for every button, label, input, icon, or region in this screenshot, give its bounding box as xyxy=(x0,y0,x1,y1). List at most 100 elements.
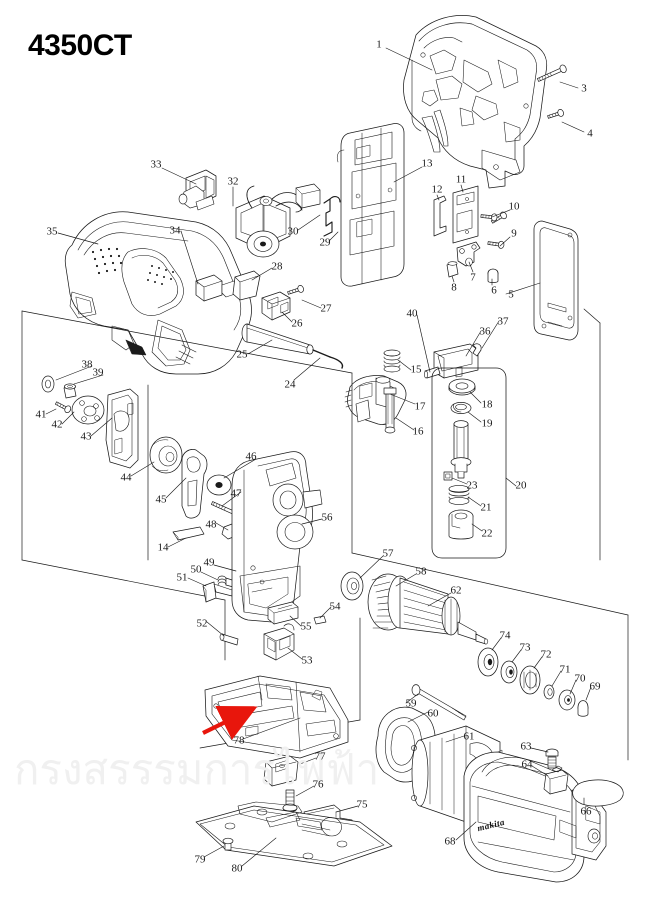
callout-part-23: 23 xyxy=(466,479,478,492)
callout-part-63: 63 xyxy=(520,740,532,753)
part-7-lever-bracket xyxy=(456,241,481,267)
callout-part-11: 11 xyxy=(455,173,467,186)
callout-part-10: 10 xyxy=(508,200,520,213)
part-41-screw xyxy=(53,399,73,415)
part-33-switch-module xyxy=(178,169,217,211)
part-1-handle-housing xyxy=(403,15,548,189)
part-38-washer xyxy=(41,375,55,393)
callout-part-66: 66 xyxy=(580,805,592,818)
callout-part-36: 36 xyxy=(479,325,491,338)
callout-part-72: 72 xyxy=(540,648,552,661)
part-28-capacitor xyxy=(232,270,261,301)
part-55-cap xyxy=(267,601,299,625)
callout-part-74: 74 xyxy=(499,629,511,642)
part-5-cover-plate xyxy=(533,220,579,341)
part-23-small-pin xyxy=(443,471,453,481)
part-18-washer xyxy=(448,378,476,396)
callout-part-41: 41 xyxy=(35,408,47,421)
part-42-roller-holder xyxy=(71,395,105,425)
part-16-bolt xyxy=(383,387,397,434)
callout-part-26: 26 xyxy=(291,317,303,330)
callout-part-49: 49 xyxy=(203,556,215,569)
part-36-slide-switch xyxy=(433,343,479,379)
callout-part-42: 42 xyxy=(51,418,63,431)
part-25-power-cord xyxy=(241,323,344,369)
part-19-ring xyxy=(450,402,472,414)
callout-part-40: 40 xyxy=(406,307,418,320)
callout-part-75: 75 xyxy=(356,798,368,811)
callout-part-52: 52 xyxy=(196,617,208,630)
part-51-lever xyxy=(202,581,233,603)
callout-part-21: 21 xyxy=(480,501,492,514)
part-30-wire-form xyxy=(323,196,341,237)
part-54-washer xyxy=(313,615,327,625)
callout-part-50: 50 xyxy=(190,563,202,576)
callout-part-45: 45 xyxy=(155,493,167,506)
callout-part-38: 38 xyxy=(81,358,93,371)
callout-part-58: 58 xyxy=(415,565,427,578)
part-35-motor-housing xyxy=(64,211,252,375)
callout-part-77: 77 xyxy=(314,750,326,763)
part-12-lever-plate xyxy=(433,195,447,237)
callout-part-29: 29 xyxy=(319,236,331,249)
callout-part-69: 69 xyxy=(589,680,601,693)
callout-part-79: 79 xyxy=(194,853,206,866)
part-66-nameplate xyxy=(572,779,624,807)
part-73-bearing xyxy=(500,660,518,684)
part-71-washer xyxy=(543,684,555,700)
callout-part-3: 3 xyxy=(581,82,587,95)
part-76-bolt xyxy=(282,789,298,813)
callout-part-43: 43 xyxy=(80,430,92,443)
callout-part-17: 17 xyxy=(414,400,426,413)
callout-part-59: 59 xyxy=(405,697,417,710)
part-45-guide-lever xyxy=(181,449,208,519)
part-43-guide-plate xyxy=(105,388,139,469)
part-59-long-screw xyxy=(411,684,467,721)
callout-part-7: 7 xyxy=(470,271,476,284)
part-13-switch-housing xyxy=(336,123,405,287)
part-69-nut xyxy=(577,700,589,717)
part-52-pin xyxy=(219,633,239,646)
callout-part-15: 15 xyxy=(410,363,422,376)
callout-part-48: 48 xyxy=(205,518,217,531)
callout-part-27: 27 xyxy=(320,302,332,315)
part-6-bushing xyxy=(487,268,499,283)
callout-part-34: 34 xyxy=(169,224,181,237)
callout-part-30: 30 xyxy=(287,225,299,238)
callout-part-46: 46 xyxy=(245,450,257,463)
part-53-brush-holder xyxy=(263,623,295,661)
part-8-pin xyxy=(446,261,459,278)
callout-part-12: 12 xyxy=(431,183,443,196)
callout-part-56: 56 xyxy=(321,511,333,524)
part-79-screw xyxy=(222,837,234,851)
callout-part-22: 22 xyxy=(481,527,493,540)
callout-part-62: 62 xyxy=(450,584,462,597)
callout-part-47: 47 xyxy=(230,487,242,500)
callout-part-44: 44 xyxy=(120,471,132,484)
part-56-gear-housing xyxy=(231,451,323,623)
part-21-spring xyxy=(448,485,470,505)
part-11-switch-plate xyxy=(452,185,479,244)
callout-part-20: 20 xyxy=(515,479,527,492)
callout-part-78: 78 xyxy=(233,734,245,747)
callout-part-18: 18 xyxy=(481,398,493,411)
callout-part-60: 60 xyxy=(427,707,439,720)
callout-part-55: 55 xyxy=(300,620,312,633)
callout-part-4: 4 xyxy=(587,127,593,140)
callout-part-32: 32 xyxy=(227,175,239,188)
part-57-bearing xyxy=(340,571,364,601)
callout-part-24: 24 xyxy=(284,378,296,391)
callout-part-14: 14 xyxy=(157,541,169,554)
part-58-armature xyxy=(367,573,489,645)
callout-part-51: 51 xyxy=(176,571,188,584)
callout-part-39: 39 xyxy=(92,366,104,379)
callout-part-37: 37 xyxy=(497,315,509,328)
callout-part-73: 73 xyxy=(519,641,531,654)
callout-part-68: 68 xyxy=(444,835,456,848)
part-15-spring xyxy=(383,349,401,373)
callout-part-64: 64 xyxy=(521,758,533,771)
callout-part-76: 76 xyxy=(312,778,324,791)
part-27-screw xyxy=(286,284,305,297)
